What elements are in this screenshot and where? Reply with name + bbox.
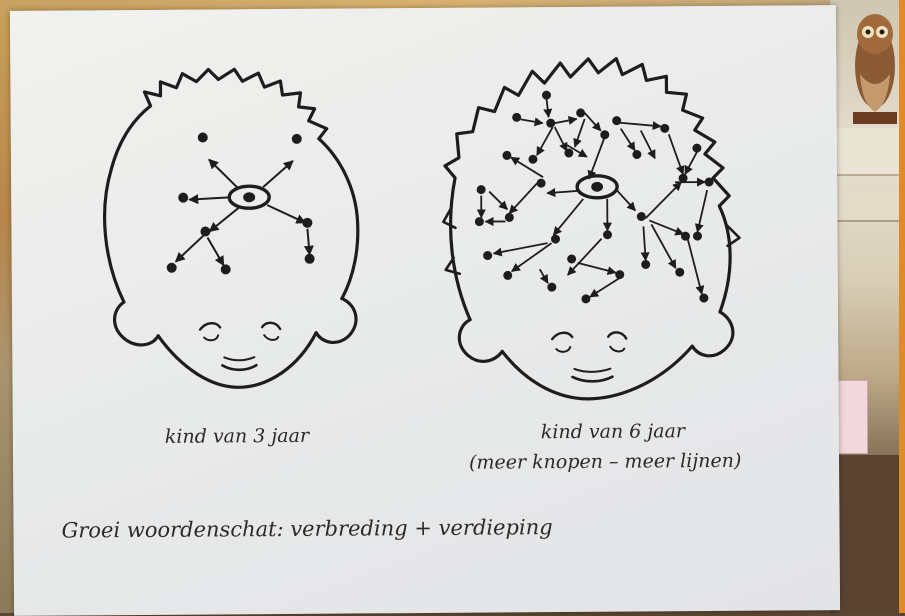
brown-box	[836, 455, 905, 613]
head-6-years	[442, 58, 740, 400]
network-6-years	[481, 98, 708, 298]
book-page: kind van 3 jaar kind van 6 jaar (meer kn…	[10, 5, 840, 616]
caption-3-years: kind van 3 jaar	[165, 425, 309, 448]
head-3-years	[104, 68, 359, 388]
orange-edge	[899, 0, 905, 613]
network-3-years	[175, 159, 310, 266]
figure-footer-text: Groei woordenschat: verbreding + verdiep…	[61, 515, 552, 542]
shelf	[836, 128, 905, 176]
caption-6-years-subtitle: (meer knopen – meer lijnen)	[469, 450, 741, 474]
shelf	[836, 190, 905, 222]
caption-6-years: kind van 6 jaar	[541, 420, 685, 443]
owl-figurine	[848, 4, 898, 126]
nodes-3-years	[166, 132, 315, 275]
pink-box	[836, 380, 868, 454]
